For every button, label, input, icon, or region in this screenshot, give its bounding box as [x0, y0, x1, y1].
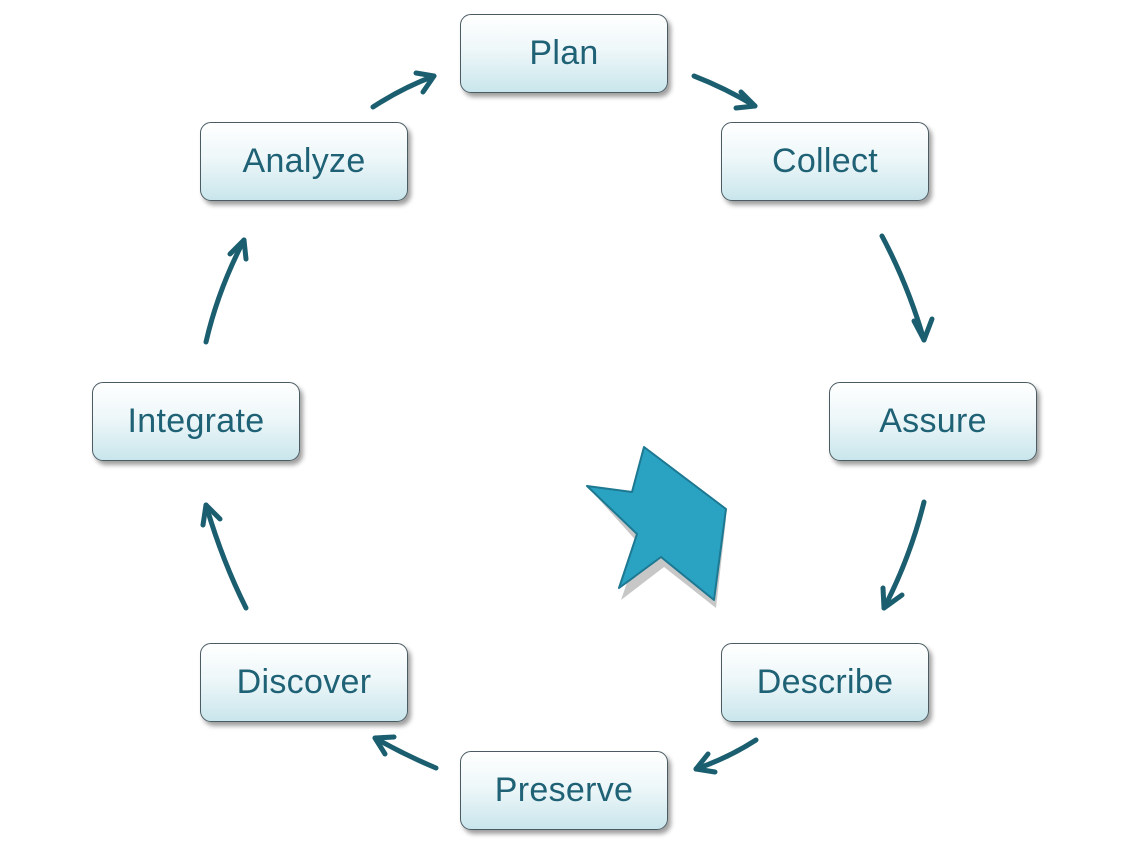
connector-assure-to-describe [880, 499, 927, 611]
stage-preserve-box[interactable]: Preserve [460, 751, 668, 830]
connector-describe-to-preserve [693, 737, 759, 775]
stage-collect-label: Collect [771, 142, 879, 180]
stage-analyze-box[interactable]: Analyze [200, 122, 408, 201]
stage-collect-box[interactable]: Collect [721, 122, 929, 201]
connector-preserve-to-discover [372, 734, 439, 771]
stage-integrate-box[interactable]: Integrate [92, 382, 300, 461]
highlight-pointer-arrow [586, 446, 727, 608]
stage-analyze-label: Analyze [242, 142, 366, 180]
connector-plan-to-collect [691, 73, 758, 111]
stage-discover-label: Discover [236, 663, 372, 701]
connector-integrate-to-analyze [203, 237, 249, 345]
stage-discover-box[interactable]: Discover [200, 643, 408, 722]
stage-plan-label: Plan [529, 34, 599, 72]
connector-discover-to-integrate [200, 502, 249, 611]
stage-integrate-label: Integrate [127, 402, 265, 440]
stage-describe-box[interactable]: Describe [721, 643, 929, 722]
stage-preserve-label: Preserve [494, 771, 634, 809]
stage-describe-label: Describe [756, 663, 894, 701]
connector-analyze-to-plan [370, 70, 437, 110]
stage-assure-box[interactable]: Assure [829, 382, 1037, 461]
stage-plan-box[interactable]: Plan [460, 14, 668, 93]
stage-assure-label: Assure [879, 402, 987, 440]
connector-collect-to-assure [879, 233, 935, 343]
